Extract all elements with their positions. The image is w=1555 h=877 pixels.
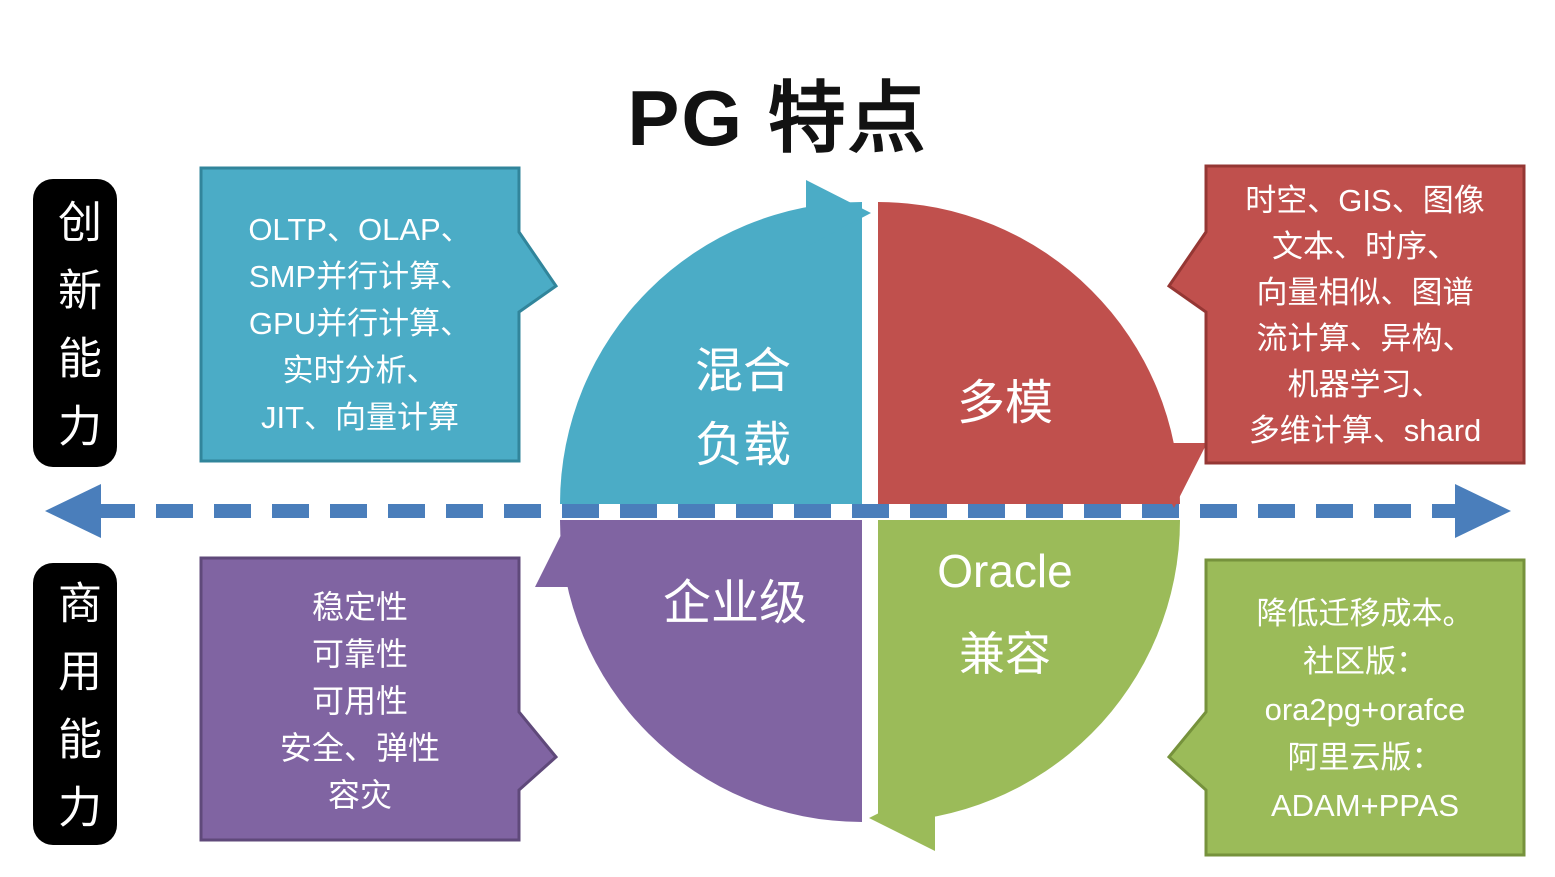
quadrant-enterprise-arrow-tip-icon — [535, 521, 601, 587]
callout-multi-model-shape — [1166, 164, 1526, 465]
quadrant-mixed-workload-label: 混合 负载 — [694, 345, 791, 472]
axis-left-arrowhead-icon — [45, 484, 101, 538]
axis-label-commercial-text: 商用能力 — [51, 580, 100, 852]
page-title: PG 特点 — [627, 74, 928, 162]
axis-label-innovation: 创新能力 — [33, 179, 117, 471]
quadrant-mixed-workload-arrow-tip-icon — [806, 180, 871, 247]
quadrant-oracle-compat-shape — [878, 520, 1180, 822]
quadrant-multi-model-label: 多模 — [956, 377, 1053, 430]
callout-mixed-workload-shape — [199, 166, 559, 463]
callout-oracle-compat-shape — [1166, 558, 1526, 857]
callout-mixed-workload-text: OLTP、OLAP、 SMP并行计算、 GPU并行计算、 实时分析、 JIT、向… — [248, 212, 472, 435]
quadrant-oracle-compat-arrow-tip-icon — [869, 785, 935, 851]
quadrant-oracle-compat-label: Oracle 兼容 — [937, 545, 1073, 680]
callout-enterprise-shape — [199, 556, 559, 842]
axis-label-innovation-text: 创新能力 — [51, 199, 100, 471]
callout-multi-model-text: 时空、GIS、图像 文本、时序、 向量相似、图谱 流计算、异构、 机器学习、 多… — [1245, 183, 1485, 448]
quadrant-enterprise-shape — [560, 520, 862, 822]
quadrant-multi-model-shape — [878, 202, 1180, 504]
quadrant-mixed-workload-shape — [560, 202, 862, 504]
quadrant-enterprise-label: 企业级 — [662, 577, 807, 630]
axis-right-arrowhead-icon — [1455, 484, 1511, 538]
quadrant-multi-model-arrow-tip-icon — [1141, 443, 1207, 508]
axis-label-commercial: 商用能力 — [33, 563, 117, 852]
callout-oracle-compat-text: 降低迁移成本。 社区版： ora2pg+orafce 阿里云版： ADAM+PP… — [1256, 596, 1474, 823]
callout-enterprise-text: 稳定性 可靠性 可用性 安全、弹性 容灾 — [279, 589, 440, 813]
